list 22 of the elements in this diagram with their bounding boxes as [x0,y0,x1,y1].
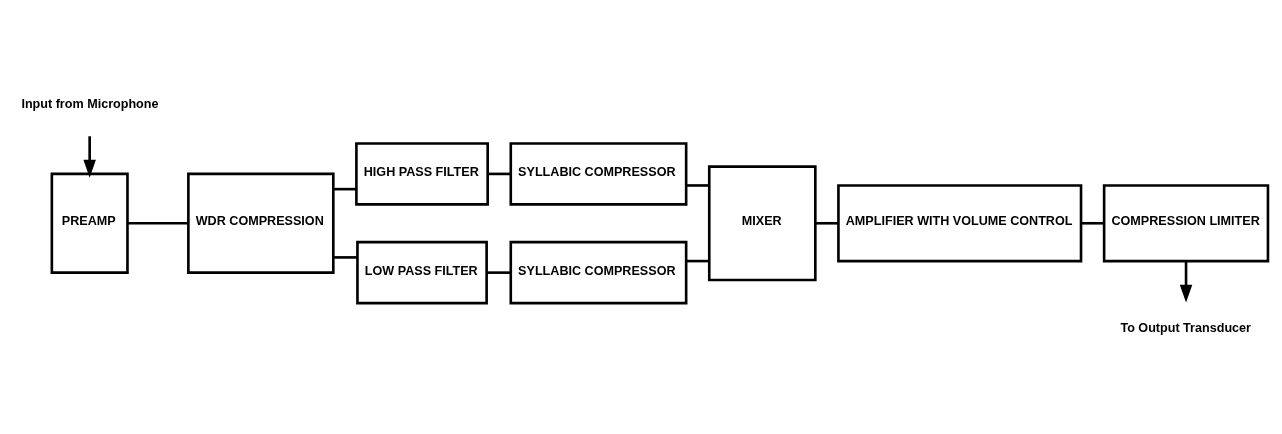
connector [127,221,189,225]
node-box: PREAMP [50,172,129,274]
node-box: SYLLABIC COMPRESSOR [509,240,688,304]
connector [486,270,511,274]
node-text: To Output Transducer [1120,320,1252,335]
node-box: HIGH PASS FILTER [355,141,489,206]
arrow [1179,260,1193,303]
connector [815,221,839,225]
connector [686,259,709,262]
node-box: WDR COMPRESSION [187,172,335,274]
connector [487,172,511,175]
node-box: LOW PASS FILTER [356,240,488,304]
node-box: AMPLIFIER WITH VOLUME CONTROL [837,183,1083,262]
connector [686,183,709,187]
arrow [83,135,96,178]
connector [333,255,357,259]
node-box: SYLLABIC COMPRESSOR [509,141,688,206]
connector [333,187,356,190]
node-box: MIXER [707,164,817,281]
node-box: COMPRESSION LIMITER [1102,183,1270,262]
connector [1081,221,1104,225]
node-text: Input from Microphone [21,96,159,111]
